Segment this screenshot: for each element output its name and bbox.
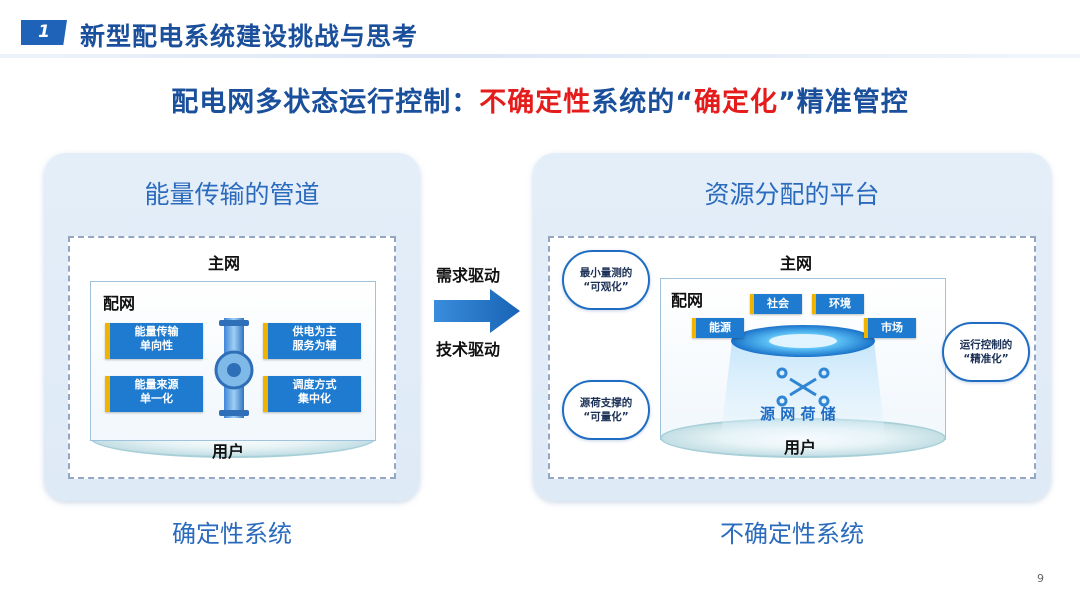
header-bar: 1 新型配电系统建设挑战与思考 (0, 8, 1080, 58)
precision-pill: 运行控制的 “精准化” (942, 322, 1030, 382)
subtitle-highlight-determinization: 确定化 (694, 87, 778, 118)
slide-subtitle: 配电网多状态运行控制：不确定性系统的“确定化”精准管控 (0, 80, 1080, 119)
pill-line: 源荷支撑的 (579, 397, 633, 409)
subtitle-part5: ”精准管控 (778, 87, 909, 118)
pill-line: “可观化” (583, 281, 629, 293)
pill-line: “精准化” (963, 353, 1009, 365)
left-main-grid-label: 主网 (208, 254, 241, 273)
left-distribution-box: 配网 能量传输 单向性 供电为主 服务为辅 能量来源 单一化 调度方式 集中化 (90, 281, 376, 441)
tag-line: 调度方式 (292, 378, 337, 391)
pill-line: 运行控制的 (959, 339, 1013, 351)
left-distribution-label: 配网 (103, 294, 136, 313)
tag-line: 集中化 (298, 392, 331, 405)
pill-line: 最小量测的 (579, 267, 633, 279)
pill-line: “可量化” (583, 411, 629, 423)
right-distribution-label: 配网 (671, 291, 704, 310)
energy-hub-icon (720, 325, 886, 443)
tag-line: 供电为主 (292, 325, 337, 338)
tag-environment: 环境 (812, 294, 864, 314)
left-panel: 能量传输的管道 主网 配网 能量传输 单向性 供电为主 服务为辅 能量来源 单一… (44, 153, 420, 501)
tag-energy: 能源 (692, 318, 744, 338)
left-diagram-frame: 主网 配网 能量传输 单向性 供电为主 服务为辅 能量来源 单一化 调度方式 集… (68, 236, 396, 479)
right-diagram-frame: 主网 配网 源 网 荷 (548, 236, 1036, 479)
pipe-valve-icon (214, 318, 254, 418)
tag-line: 能量来源 (134, 378, 179, 391)
page-number: 9 (1037, 572, 1044, 585)
subtitle-part1: 配电网多状态运行控制： (171, 87, 480, 118)
arrow-bottom-label: 技术驱动 (436, 340, 501, 359)
subtitle-part3: 系统的“ (591, 87, 694, 118)
page-title: 新型配电系统建设挑战与思考 (80, 22, 419, 51)
tag-society: 社会 (750, 294, 802, 314)
section-number-badge: 1 (21, 20, 67, 45)
observability-pill: 最小量测的 “可观化” (562, 250, 650, 310)
tag-power-supply: 供电为主 服务为辅 (263, 323, 361, 359)
right-main-grid-label: 主网 (780, 254, 813, 273)
header-divider (0, 54, 1080, 58)
right-arrow-icon (434, 289, 520, 333)
arrow-top-label: 需求驱动 (436, 266, 501, 285)
subtitle-highlight-uncertainty: 不确定性 (479, 87, 592, 118)
tag-line: 能量传输 (134, 325, 179, 338)
right-panel: 资源分配的平台 主网 配网 (533, 153, 1051, 501)
tag-line: 单向性 (140, 339, 173, 352)
tag-line: 服务为辅 (292, 339, 337, 352)
tag-line: 单一化 (140, 392, 173, 405)
left-caption: 确定性系统 (172, 520, 292, 548)
right-caption: 不确定性系统 (720, 520, 864, 548)
source-grid-load-storage-label: 源 网 荷 储 (760, 405, 836, 423)
left-panel-title: 能量传输的管道 (144, 180, 320, 209)
right-user-label: 用户 (784, 438, 817, 457)
quantifiability-pill: 源荷支撑的 “可量化” (562, 380, 650, 440)
tag-energy-source: 能量来源 单一化 (105, 376, 203, 412)
tag-dispatch-mode: 调度方式 集中化 (263, 376, 361, 412)
left-user-label: 用户 (212, 442, 245, 461)
tag-market: 市场 (864, 318, 916, 338)
right-panel-title: 资源分配的平台 (704, 180, 880, 209)
tag-energy-transmission: 能量传输 单向性 (105, 323, 203, 359)
